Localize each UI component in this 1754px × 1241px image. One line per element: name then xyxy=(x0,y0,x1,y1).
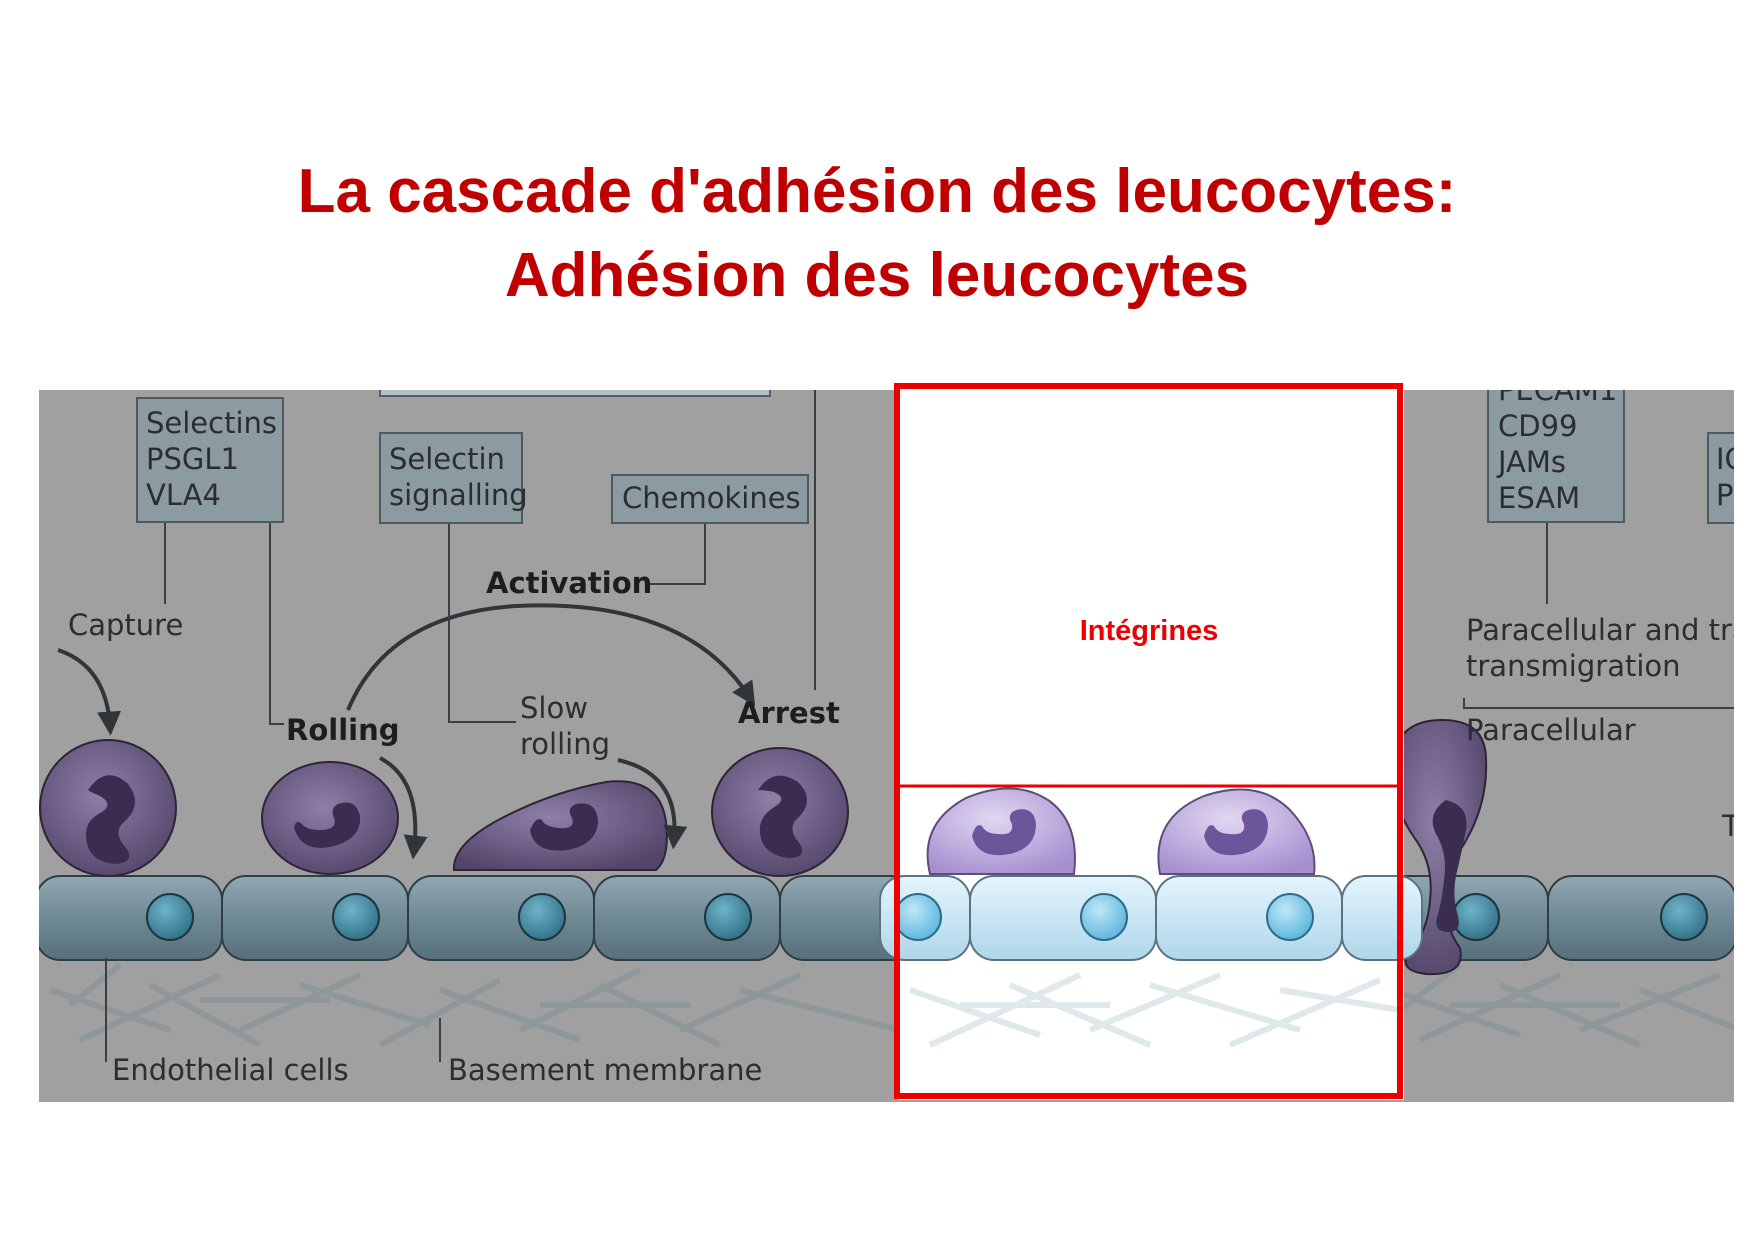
svg-text:VLA4: VLA4 xyxy=(146,478,221,512)
selectins-line: Selectins xyxy=(146,406,277,440)
chemokines-label: Chemokines xyxy=(622,481,801,515)
svg-text:signalling: signalling xyxy=(389,478,528,512)
slide-title-line-1: La cascade d'adhésion des leucocytes: xyxy=(297,157,1457,226)
svg-text:rolling: rolling xyxy=(520,727,610,761)
svg-text:IC: IC xyxy=(1716,442,1745,476)
rolling-label: Rolling xyxy=(286,713,399,747)
pecam1-line: PECAM1 xyxy=(1498,373,1617,407)
svg-text:PECAM1: PECAM1 xyxy=(1498,373,1617,407)
far-right-line-2: P xyxy=(1716,478,1734,512)
paracellular-and-trans-line-1: Paracellular and tra xyxy=(1466,613,1750,647)
svg-text:P: P xyxy=(1716,478,1734,512)
signalling-line: signalling xyxy=(389,478,528,512)
svg-text:ESAM: ESAM xyxy=(1498,481,1580,515)
slow-rolling-arrow xyxy=(617,758,688,850)
esam-line: ESAM xyxy=(1498,481,1580,515)
svg-text:Activation: Activation xyxy=(486,566,652,600)
svg-text:Arrest: Arrest xyxy=(738,696,840,730)
cd99-line: CD99 xyxy=(1498,409,1577,443)
slow-label: Slow xyxy=(520,691,588,725)
svg-text:Paracellular and tra: Paracellular and tra xyxy=(1466,613,1750,647)
svg-text:Chemokines: Chemokines xyxy=(622,481,801,515)
svg-text:Slow: Slow xyxy=(520,691,588,725)
svg-text:Paracellular: Paracellular xyxy=(1466,713,1636,747)
adherent-leukocyte-1 xyxy=(926,787,1076,875)
rolling-arrow xyxy=(379,756,428,860)
psgl1-line: PSGL1 xyxy=(146,442,239,476)
svg-text:CD99: CD99 xyxy=(1498,409,1577,443)
adherent-leukocyte-2 xyxy=(1157,788,1316,875)
far-right-line-1: IC xyxy=(1716,442,1745,476)
far-right-box xyxy=(1707,432,1734,524)
endothelial-nuclei-right xyxy=(1452,893,1708,941)
basement-membrane-fibers xyxy=(49,962,1734,1048)
vla4-line: VLA4 xyxy=(146,478,221,512)
svg-text:Basement membrane: Basement membrane xyxy=(448,1053,762,1087)
capture-label: Capture xyxy=(68,608,183,642)
arrest-label: Arrest xyxy=(738,696,840,730)
endothelial-cells-label: Endothelial cells xyxy=(112,1053,349,1087)
svg-text:Intégrines: Intégrines xyxy=(1080,615,1219,647)
partial-t-label: T xyxy=(1721,809,1740,843)
jams-line: JAMs xyxy=(1496,445,1566,479)
svg-text:Selectins: Selectins xyxy=(146,406,277,440)
leukocyte-capture xyxy=(39,739,177,877)
selectin-signalling-box xyxy=(379,432,523,524)
activation-arrow xyxy=(346,603,756,711)
svg-text:Selectin: Selectin xyxy=(389,442,505,476)
paracellular-and-trans-line-2: transmigration xyxy=(1466,649,1681,683)
chemokines-box xyxy=(611,474,809,524)
svg-text:Rolling: Rolling xyxy=(286,713,399,747)
svg-text:T: T xyxy=(1721,809,1740,843)
leukocyte-rolling xyxy=(261,761,399,875)
capture-arrow xyxy=(57,648,122,736)
integrin-highlight-frame xyxy=(894,383,1403,1099)
partial-top-box xyxy=(379,390,771,397)
selectin-line: Selectin xyxy=(389,442,505,476)
svg-text:JAMs: JAMs xyxy=(1496,445,1566,479)
connector-lines xyxy=(105,522,1734,1062)
svg-text:Endothelial cells: Endothelial cells xyxy=(112,1053,349,1087)
basement-membrane-label: Basement membrane xyxy=(448,1053,762,1087)
endothelial-nuclei-left xyxy=(146,893,752,941)
svg-text:PSGL1: PSGL1 xyxy=(146,442,239,476)
right-molecules-box xyxy=(1487,390,1625,523)
leukocyte-arrest xyxy=(711,747,849,877)
rolling-line-2: rolling xyxy=(520,727,610,761)
slide-title-line-2: Adhésion des leucocytes xyxy=(504,241,1250,310)
selectins-box xyxy=(136,397,284,523)
paracellular-label: Paracellular xyxy=(1466,713,1636,747)
integrines-label: Intégrines xyxy=(1080,615,1219,647)
activation-label: Activation xyxy=(486,566,652,600)
integrin-highlight-region: Intégrines xyxy=(879,383,1423,1100)
svg-text:Capture: Capture xyxy=(68,608,183,642)
svg-text:transmigration: transmigration xyxy=(1466,649,1681,683)
